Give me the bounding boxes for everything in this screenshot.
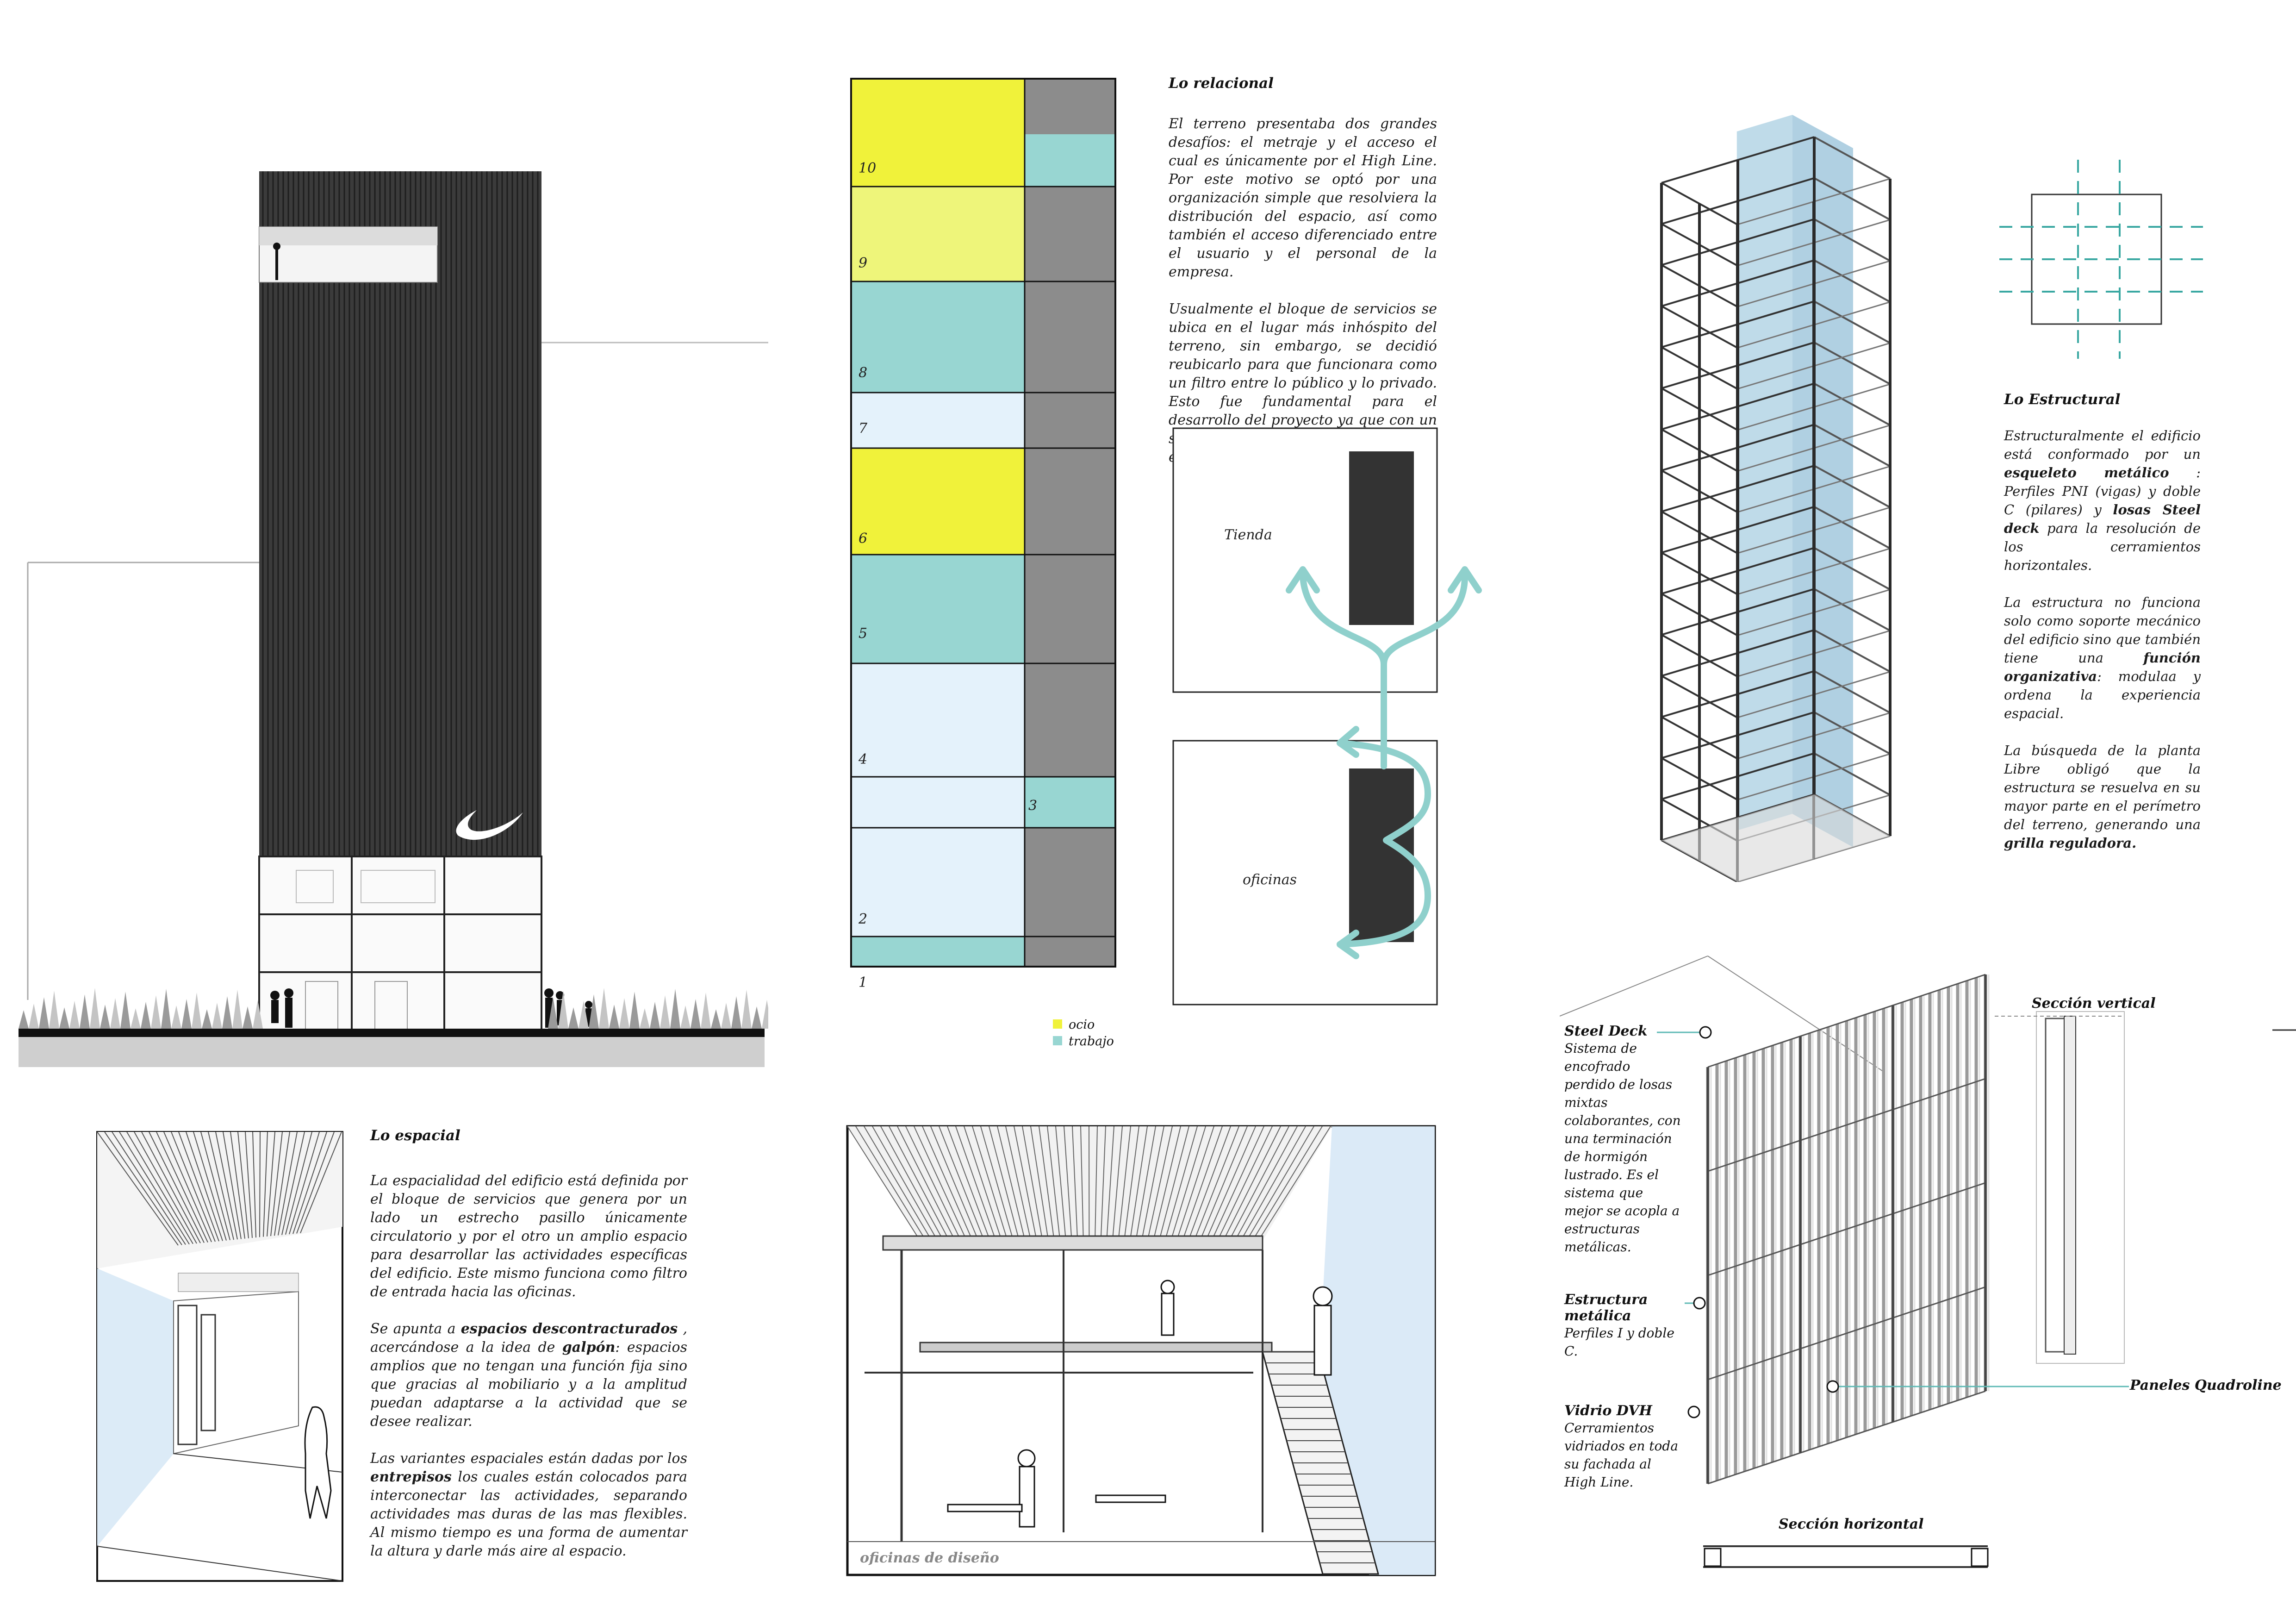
paragraph: Usualmente el bloque de servicios se ubi… [1169, 301, 1437, 465]
section-estructural: Lo Estructural Estructuralmente el edifi… [2004, 391, 2201, 871]
floor-block [851, 281, 1025, 393]
callout-paneles-quadroline: Paneles Quadroline [2130, 1377, 2282, 1393]
building-elevation [19, 171, 768, 1067]
nike-swoosh-logo [456, 810, 523, 840]
facade-detail [1560, 956, 2296, 1568]
callout-steel-deck: Steel Deck Sistema de encofrado perdido … [1564, 1023, 1681, 1255]
service-core [1025, 777, 1115, 828]
floor-block [851, 78, 1025, 187]
service-core [1025, 78, 1115, 968]
floor-label: 8 [859, 365, 868, 381]
floor-label: 6 [859, 531, 868, 547]
paragraph: Estructuralmente el edificio está confor… [2004, 428, 2201, 573]
callout-estructura-metalica: Estructura metálica Perfiles I y doble C… [1564, 1292, 1674, 1359]
structural-axonometric [1660, 115, 1892, 882]
paragraph: La espacialidad del edificio está defini… [370, 1173, 687, 1300]
paragraph: Se apunta a espacios descontracturados ,… [370, 1321, 687, 1430]
legend-swatch [1053, 1019, 1062, 1029]
floor-block [851, 187, 1025, 281]
floor-block [851, 393, 1025, 448]
floor-block [851, 448, 1025, 555]
floor-label: 5 [859, 625, 868, 642]
floor-program-diagram: 10 9 8 7 6 5 4 3 2 [850, 78, 1116, 988]
floor-block [851, 555, 1025, 663]
floor-label: 2 [859, 911, 868, 927]
paragraph: Las variantes espaciales están dadas por… [370, 1450, 687, 1559]
floor-label: 1 [859, 974, 868, 991]
office-perspective: oficinas de diseño [846, 1125, 1436, 1576]
label-seccion-vertical: Sección vertical [2032, 995, 2156, 1012]
section-title: Lo espacial [370, 1127, 460, 1144]
legend-item-ocio: ocio [1053, 1017, 1114, 1033]
section-espacial: Lo espacial La espacialidad del edificio… [370, 1127, 687, 1579]
section-title: Lo relacional [1169, 75, 1274, 92]
diagram-label-oficinas: oficinas [1243, 872, 1297, 888]
circulation-diagram: Tienda oficinas [1172, 427, 1482, 1006]
floor-label: 3 [1028, 798, 1038, 814]
structural-grid-plan [1999, 160, 2203, 359]
section-title: Lo Estructural [2004, 391, 2121, 408]
legend-item-trabajo: trabajo [1053, 1033, 1114, 1050]
diagram-label-tienda: Tienda [1224, 527, 1272, 543]
paragraph: La búsqueda de la planta Libre obligó qu… [2004, 743, 2201, 851]
floor-label: 4 [859, 751, 868, 768]
perspective-caption: oficinas de diseño [860, 1550, 999, 1566]
corridor-interior-sketch [96, 1131, 343, 1582]
floor-block [851, 663, 1025, 828]
floor-label: 9 [859, 255, 868, 271]
floor-block [851, 937, 1025, 988]
label-seccion-horizontal: Sección horizontal [1779, 1516, 1924, 1532]
paragraph: El terreno presentaba dos grandes desafí… [1169, 116, 1437, 280]
floor-label: 7 [859, 420, 868, 437]
floor-label: 10 [859, 160, 877, 176]
legend-swatch [1053, 1036, 1062, 1045]
floor-block [851, 828, 1025, 937]
glazed-base [258, 856, 542, 1033]
callout-vidrio-dvh: Vidrio DVH Cerramientos vidriados en tod… [1564, 1403, 1679, 1490]
paragraph: La estructura no funciona solo como sopo… [2004, 594, 2201, 721]
section-relacional: Lo relacional El terreno presentaba dos … [1169, 75, 1437, 485]
legend: ocio trabajo [1053, 1017, 1114, 1050]
service-core [1025, 134, 1115, 187]
